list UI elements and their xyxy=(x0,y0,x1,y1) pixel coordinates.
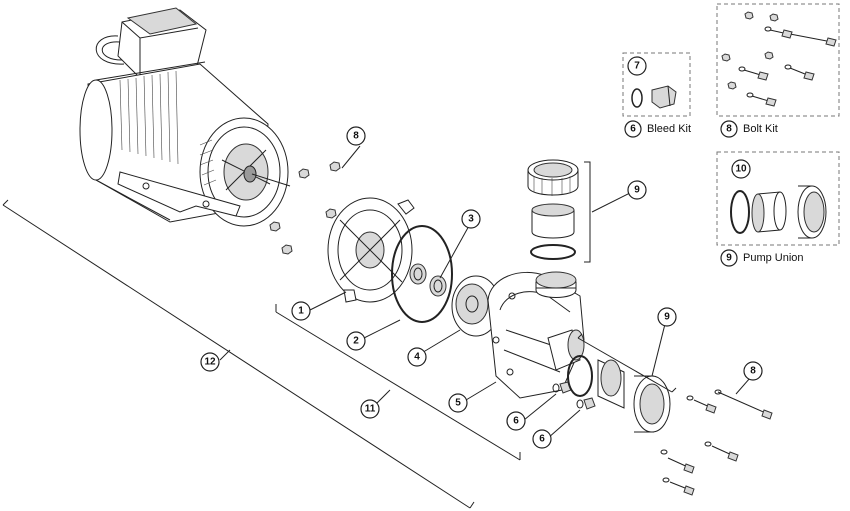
callout-11: 11 xyxy=(360,399,380,419)
svg-text:9: 9 xyxy=(726,253,732,264)
bleed-kit-box xyxy=(622,52,691,117)
housing-bolts xyxy=(660,389,773,496)
callout-9a: 9 xyxy=(627,180,647,200)
svg-text:Pump Union: Pump Union xyxy=(743,252,804,264)
callout-10: 10 xyxy=(731,159,751,179)
svg-text:6: 6 xyxy=(513,416,519,427)
leader-lines xyxy=(219,145,751,439)
pump-housing xyxy=(487,271,585,399)
callout-3: 3 xyxy=(461,209,481,229)
svg-text:6: 6 xyxy=(630,124,636,135)
svg-text:Bleed Kit: Bleed Kit xyxy=(647,123,691,135)
bolt-kit-box xyxy=(716,3,840,117)
svg-text:8: 8 xyxy=(353,131,359,142)
motor-nuts xyxy=(269,161,341,255)
callout-2: 2 xyxy=(346,331,366,351)
o-ring-large xyxy=(391,225,453,323)
bolt-kit-label: 8 Bolt Kit xyxy=(720,120,778,138)
svg-text:1: 1 xyxy=(298,306,304,317)
callout-7: 7 xyxy=(627,56,647,76)
svg-text:12: 12 xyxy=(204,357,216,368)
union-side xyxy=(567,355,671,433)
svg-text:5: 5 xyxy=(455,398,461,409)
svg-text:10: 10 xyxy=(735,164,747,175)
seal-plate xyxy=(327,197,415,303)
callout-6b: 6 xyxy=(532,429,552,449)
svg-text:8: 8 xyxy=(726,124,732,135)
svg-text:Bolt Kit: Bolt Kit xyxy=(743,123,778,135)
callout-6a: 6 xyxy=(506,411,526,431)
svg-text:7: 7 xyxy=(634,61,640,72)
svg-text:9: 9 xyxy=(634,185,640,196)
svg-text:9: 9 xyxy=(664,312,670,323)
svg-text:3: 3 xyxy=(468,214,474,225)
impeller xyxy=(451,275,501,337)
bracket-lines xyxy=(2,161,677,509)
svg-text:11: 11 xyxy=(365,404,376,415)
union-top xyxy=(527,159,579,260)
pump-union-label: 9 Pump Union xyxy=(720,249,804,267)
bleed-kit-label: 6 Bleed Kit xyxy=(624,120,691,138)
callout-9b: 9 xyxy=(657,307,677,327)
svg-text:8: 8 xyxy=(750,366,756,377)
mechanical-seal xyxy=(409,263,447,297)
svg-text:4: 4 xyxy=(414,352,420,363)
callout-1: 1 xyxy=(291,301,311,321)
svg-text:6: 6 xyxy=(539,434,545,445)
callout-4: 4 xyxy=(407,347,427,367)
callout-12: 12 xyxy=(200,352,220,372)
pump-union-box xyxy=(716,151,840,246)
callout-8b: 8 xyxy=(743,361,763,381)
callout-5: 5 xyxy=(448,393,468,413)
motor xyxy=(79,7,291,227)
svg-text:2: 2 xyxy=(353,336,359,347)
callout-8a: 8 xyxy=(346,126,366,146)
